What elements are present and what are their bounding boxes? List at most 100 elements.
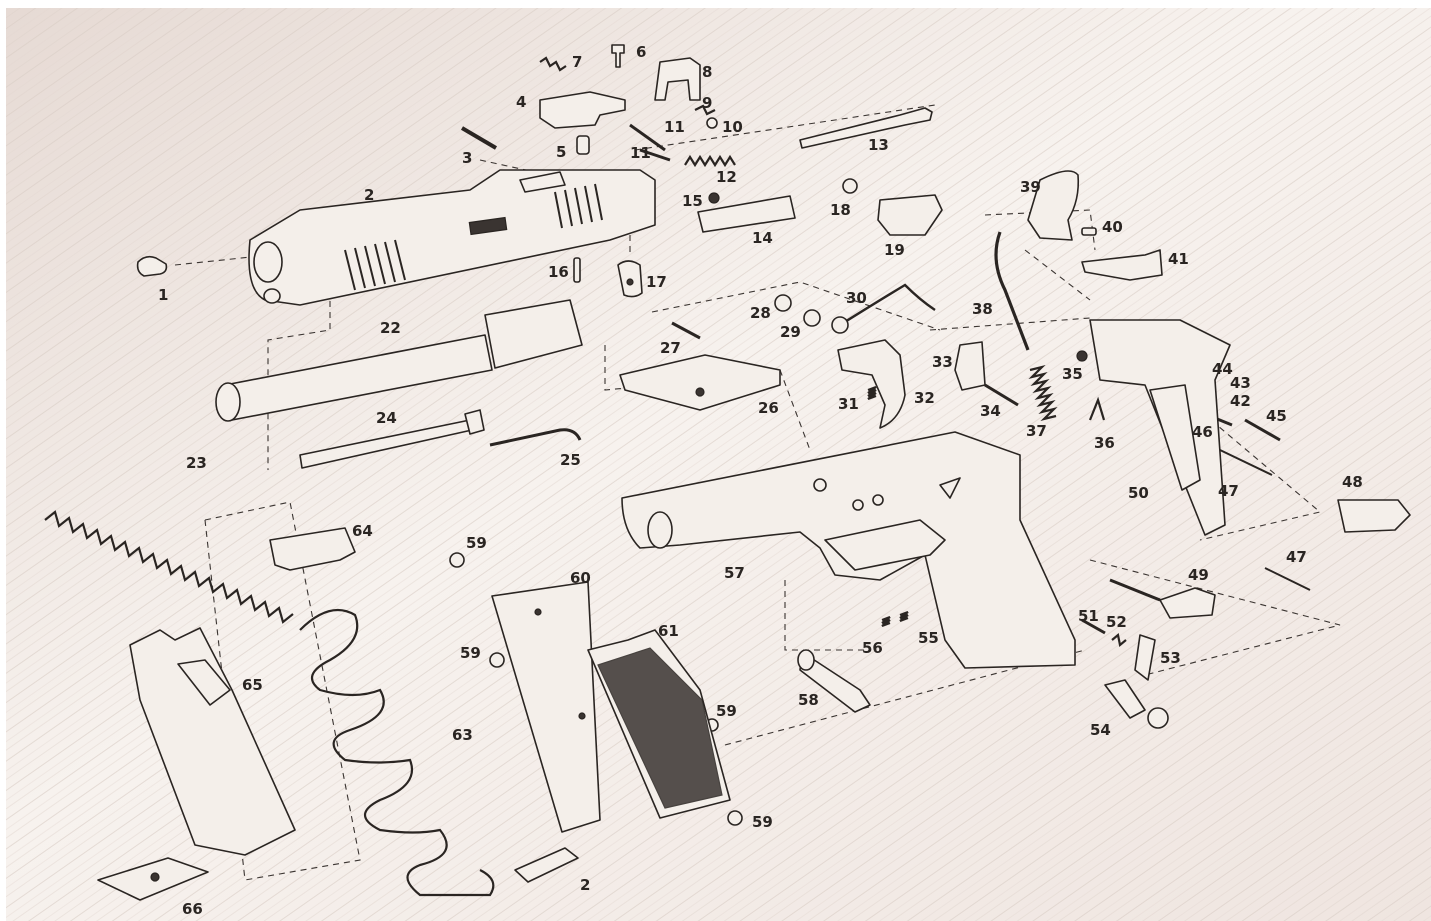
- part-51-pin: [1081, 618, 1106, 635]
- part-38-rod: [994, 231, 1030, 351]
- part-6-screw: [611, 44, 625, 68]
- label-60: 60: [570, 569, 591, 587]
- label-28: 28: [750, 304, 771, 322]
- part-18-screw: [842, 178, 858, 194]
- part-24-guide-rod: [299, 409, 485, 469]
- part-4: [539, 91, 626, 129]
- label-59-d: 59: [752, 813, 773, 831]
- label-46: 46: [1192, 423, 1213, 441]
- part-50-insert: [1089, 319, 1231, 536]
- label-4: 4: [516, 93, 526, 111]
- label-26: 26: [758, 399, 779, 417]
- label-56: 56: [862, 639, 883, 657]
- label-29: 29: [780, 323, 801, 341]
- part-33: [954, 341, 986, 391]
- part-14: [697, 195, 796, 233]
- part-39-hammer: [1027, 170, 1080, 241]
- part-37-spring: [1028, 364, 1058, 422]
- part-15: [708, 192, 720, 204]
- label-11-a: 11: [664, 118, 685, 136]
- part-25: [489, 428, 582, 447]
- label-27: 27: [660, 339, 681, 357]
- label-47-a: 47: [1218, 482, 1239, 500]
- label-66: 66: [182, 900, 203, 918]
- part-8-sight: [654, 57, 701, 101]
- part-41: [1081, 249, 1163, 281]
- label-48: 48: [1342, 473, 1363, 491]
- part-16-pin: [573, 257, 581, 283]
- part-49: [1109, 578, 1216, 619]
- label-39: 39: [1020, 178, 1041, 196]
- label-59-a: 59: [466, 534, 487, 552]
- label-50: 50: [1128, 484, 1149, 502]
- label-31: 31: [838, 395, 859, 413]
- part-32-trigger: [837, 339, 906, 429]
- label-54: 54: [1090, 721, 1111, 739]
- label-65: 65: [242, 676, 263, 694]
- label-33: 33: [932, 353, 953, 371]
- label-45: 45: [1266, 407, 1287, 425]
- part-22-barrel: [215, 299, 583, 422]
- label-18: 18: [830, 201, 851, 219]
- label-63: 63: [452, 726, 473, 744]
- part-2-follower: [514, 847, 579, 883]
- part-64: [269, 527, 356, 571]
- label-52: 52: [1106, 613, 1127, 631]
- part-labels: 1 2 2 3 4 5 6 7 8 9 10 11 11 12 13 14 15…: [158, 43, 1363, 918]
- label-24: 24: [376, 409, 397, 427]
- label-14: 14: [752, 229, 773, 247]
- part-30-spring: [831, 283, 936, 334]
- part-35: [1076, 350, 1088, 362]
- label-30: 30: [846, 289, 867, 307]
- label-44: 44: [1212, 360, 1233, 378]
- part-26-block: [619, 354, 781, 411]
- part-63-magazine-spring: [299, 608, 495, 897]
- part-29: [803, 309, 821, 327]
- label-55: 55: [918, 629, 939, 647]
- part-7-spring: [539, 56, 567, 72]
- label-61: 61: [658, 622, 679, 640]
- label-36: 36: [1094, 434, 1115, 452]
- label-15: 15: [682, 192, 703, 210]
- label-25: 25: [560, 451, 581, 469]
- part-28: [774, 294, 792, 312]
- label-5: 5: [556, 143, 566, 161]
- label-35: 35: [1062, 365, 1083, 383]
- label-38: 38: [972, 300, 993, 318]
- label-58: 58: [798, 691, 819, 709]
- part-48: [1337, 499, 1411, 533]
- label-10: 10: [722, 118, 743, 136]
- part-40-pin: [1081, 227, 1097, 236]
- part-2-slide: [248, 169, 656, 306]
- label-19: 19: [884, 241, 905, 259]
- part-3-pin: [460, 126, 498, 150]
- part-66-base-plate: [97, 857, 209, 901]
- label-59-c: 59: [716, 702, 737, 720]
- label-8: 8: [702, 63, 712, 81]
- label-2-bottom: 2: [580, 876, 590, 894]
- label-9: 9: [702, 94, 712, 112]
- label-53: 53: [1160, 649, 1181, 667]
- label-16: 16: [548, 263, 569, 281]
- part-5: [576, 135, 590, 155]
- label-3: 3: [462, 149, 472, 167]
- label-22: 22: [380, 319, 401, 337]
- part-53: [1134, 634, 1156, 681]
- part-52-spring: [1111, 632, 1127, 648]
- label-13: 13: [868, 136, 889, 154]
- label-41: 41: [1168, 250, 1189, 268]
- part-54: [1104, 679, 1169, 729]
- part-61-grip-panel: [587, 629, 731, 819]
- label-43: 43: [1230, 374, 1251, 392]
- part-9-10: [694, 104, 718, 129]
- part-55-spring: [899, 610, 909, 623]
- label-17: 17: [646, 273, 667, 291]
- part-60-grip-plate: [491, 581, 601, 833]
- part-27-pin: [671, 321, 701, 340]
- label-47-b: 47: [1286, 548, 1307, 566]
- label-23: 23: [186, 454, 207, 472]
- part-19: [877, 194, 943, 236]
- part-34-pin: [984, 383, 1019, 407]
- label-12: 12: [716, 168, 737, 186]
- label-11-b: 11: [630, 144, 651, 162]
